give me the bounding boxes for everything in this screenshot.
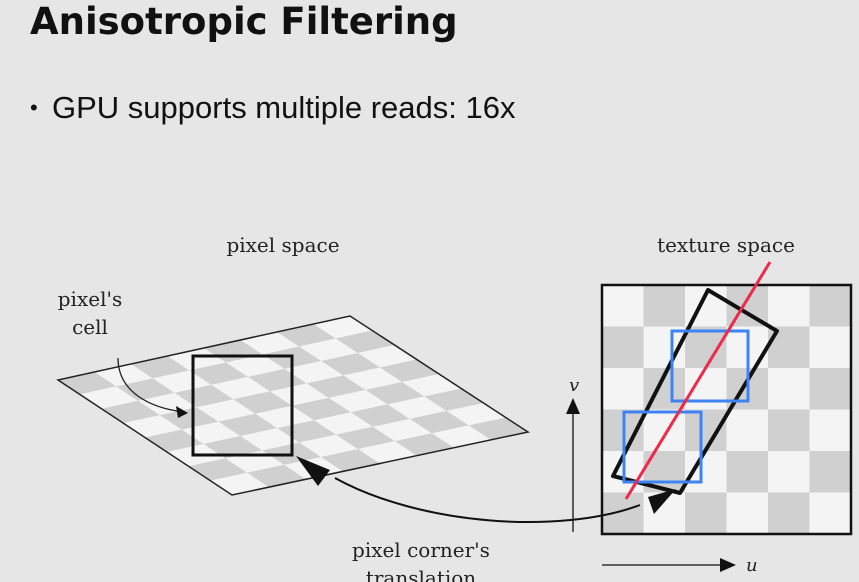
pixel-checker-cell (409, 410, 469, 434)
pixel-checker-cell (372, 418, 432, 442)
pixel-space-plane (56, 315, 530, 496)
corner-translation-arrowhead-start (296, 456, 330, 486)
texture-checker-cell (602, 285, 644, 327)
pixel-checker-cell (270, 383, 329, 406)
pixel-checker-cell (328, 389, 388, 413)
texture-checker-cell (685, 409, 727, 451)
pixel-checker-cell (218, 413, 278, 437)
u-axis-arrowhead (720, 558, 736, 572)
pixel-checker-cell (226, 354, 285, 377)
texture-checker-cell (768, 285, 810, 327)
bullet-marker: • (30, 95, 38, 120)
texture-checker-cell (602, 326, 644, 368)
texture-checker-cell (809, 326, 851, 368)
pixel-cell-square (191, 354, 294, 457)
texture-checker-cell (809, 492, 851, 534)
texture-checker-cell (726, 492, 768, 534)
sample-box-upper (670, 329, 750, 403)
pixel-checker-cell (299, 434, 358, 457)
pixel-checker-cell (159, 407, 219, 430)
texture-checker-cell (809, 368, 851, 410)
pixel-checker-cell (152, 370, 212, 393)
pixel-checker-cell (181, 421, 241, 444)
pixel-checker-cell (336, 426, 395, 450)
pixel-checker-cell (131, 356, 190, 379)
pixel-checker-cell (365, 381, 425, 405)
pixel-checker-cell (387, 396, 447, 419)
texture-checker-cell (685, 492, 727, 534)
texture-checker-cell (768, 492, 810, 534)
texture-checker-cell (643, 409, 685, 451)
pixel-checker-cell (174, 384, 234, 408)
v-axis-arrowhead (566, 398, 580, 414)
pixel-checker-cell (240, 332, 300, 355)
pixel-cell-label-line1: pixel's (58, 287, 122, 311)
pixel-space-label: pixel space (226, 233, 339, 257)
pixel-checker-cell (343, 367, 403, 390)
texture-checker-cell (809, 409, 851, 451)
pixel-checker-cell (189, 362, 248, 385)
pixel-space-outline (56, 315, 530, 496)
pixel-checker-cell (299, 338, 358, 361)
pixel-checker-cell (277, 324, 336, 347)
texture-checker-cell (685, 368, 727, 410)
bullet-item: • GPU supports multiple reads: 16x (30, 88, 516, 128)
pixel-checker-cell (321, 352, 381, 376)
pixel-checker-cell (247, 464, 306, 488)
pixel-checker-cell (358, 441, 417, 464)
texture-checker-cell (809, 285, 851, 327)
pixel-checker-cell (203, 436, 263, 459)
footprint-major-axis-line (624, 261, 772, 500)
texture-checker-cell (768, 368, 810, 410)
pixel-checker-cell (431, 425, 491, 448)
slide-title: Anisotropic Filtering (30, 0, 458, 43)
pixel-checker-cell (211, 376, 270, 400)
texture-checker-cell (602, 368, 644, 410)
texture-space-border (600, 283, 853, 536)
corner-translation-curve (334, 477, 641, 524)
pixel-checker-cell (314, 412, 373, 435)
pixel-checker-cell (306, 375, 366, 398)
texture-checker-cell (726, 409, 768, 451)
pixel-checker-cell (284, 360, 344, 384)
u-axis-label: u (746, 555, 758, 576)
pixel-checker-cell (350, 404, 410, 427)
pixel-checker-cell (394, 433, 454, 456)
texture-space-label: texture space (657, 233, 795, 257)
pixel-cell-label-line2: cell (72, 315, 108, 339)
pixel-checker-cell (292, 397, 351, 421)
pixel-checker-cell (116, 378, 175, 401)
texture-checker-cell (768, 409, 810, 451)
texture-checker-cell (768, 451, 810, 493)
corner-translation-label-line2: translation (366, 566, 476, 582)
pixel-checker-cell (240, 428, 300, 451)
texture-footprint-parallelogram (611, 288, 779, 495)
corner-translation-label-line1: pixel corner's (352, 538, 490, 562)
corner-translation-arrowhead-end (648, 489, 676, 514)
pixel-cell-pointer-arrowhead (176, 406, 188, 418)
pixel-checker-cell (321, 449, 380, 472)
pixel-cell-pointer-arrow (117, 357, 185, 413)
pixel-checker-cell (255, 405, 314, 429)
pixel-checker-cell (196, 399, 256, 422)
texture-checker-cell (726, 451, 768, 493)
bullet-text: GPU supports multiple reads: 16x (52, 90, 516, 125)
texture-checker-cell (809, 451, 851, 493)
pixel-checker-cell (233, 391, 292, 414)
v-axis-label: v (569, 375, 579, 396)
texture-space-checkerboard (602, 285, 851, 534)
texture-checker-cell (685, 326, 727, 368)
pixel-checker-cell (167, 348, 226, 371)
pixel-checker-cell (94, 364, 153, 387)
sample-box-lower (622, 410, 703, 484)
texture-checker-cell (643, 285, 685, 327)
